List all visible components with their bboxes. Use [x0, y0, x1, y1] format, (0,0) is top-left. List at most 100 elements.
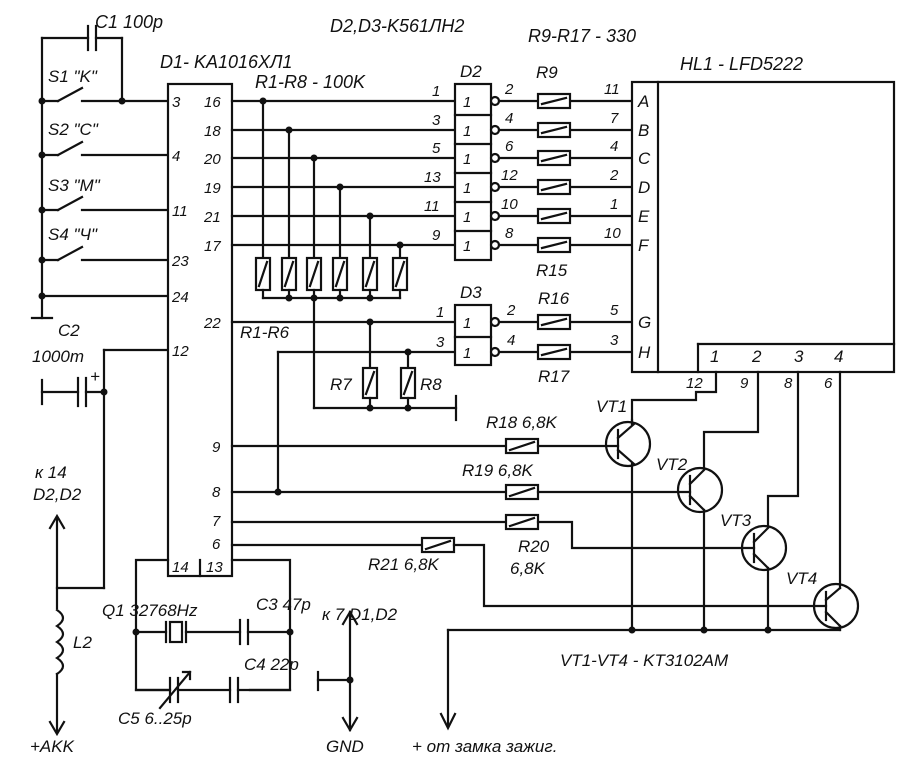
- digit-pin-number: 12: [686, 375, 703, 392]
- vt2-label: VT2: [656, 455, 688, 474]
- ignition-label: + от замка зажиг.: [412, 737, 557, 756]
- d2-input-pin: 13: [424, 169, 441, 186]
- gate-inner-label: 1: [463, 180, 471, 197]
- q1-label: Q1 32768Hz: [102, 601, 198, 620]
- d1-pin-label: 20: [203, 151, 221, 168]
- r15-label: R15: [536, 261, 568, 280]
- d2-input-pin: 1: [432, 83, 440, 100]
- gate-inner-label: 1: [463, 345, 471, 362]
- r1r6-label: R1-R6: [240, 323, 290, 342]
- digit-pin-number: 8: [784, 375, 793, 392]
- d3-output-pin: 4: [507, 332, 515, 349]
- r20-value: 6,8K: [510, 559, 546, 578]
- d3-output-pin: 2: [506, 302, 516, 319]
- r9-label: R9: [536, 63, 558, 82]
- to-pin14-target: D2,D2: [33, 485, 82, 504]
- d1-pin-label: 7: [212, 513, 221, 530]
- c5-label: C5 6..25p: [118, 709, 192, 728]
- d2-label: D2: [460, 62, 482, 81]
- gate-inner-label: 1: [463, 123, 471, 140]
- r20-label: R20: [518, 537, 550, 556]
- d1-pin-label: 4: [172, 148, 180, 165]
- segment-label: G: [638, 313, 651, 332]
- r18-label: R18 6,8K: [486, 413, 558, 432]
- d1-pin-label: 14: [172, 559, 189, 576]
- d1-pin-label: 22: [203, 315, 221, 332]
- hl-pin-number: 10: [604, 225, 621, 242]
- gate-inner-label: 1: [463, 151, 471, 168]
- d2-input-pin: 5: [432, 140, 441, 157]
- segment-label: F: [638, 236, 650, 255]
- d1-pin-label: 24: [171, 289, 189, 306]
- digit-label: 4: [834, 347, 843, 366]
- d3-label: D3: [460, 283, 482, 302]
- d1-pin-label: 18: [204, 123, 221, 140]
- digit-pin-number: 6: [824, 375, 833, 392]
- d1-pin-label: 21: [203, 209, 221, 226]
- digit-lines: 12 9 8 6: [630, 370, 842, 590]
- r21-label: R21 6,8K: [368, 555, 440, 574]
- d1-chip: 3 4 11 23 24 12 16 18 20 19 21 17 22 9 8…: [166, 82, 234, 578]
- d3-input-pin: 3: [436, 334, 445, 351]
- d1-pin-label: 9: [212, 439, 221, 456]
- s1-label: S1 "K": [48, 67, 98, 86]
- d1-pin-label: 6: [212, 536, 221, 553]
- c4-label: C4 22p: [244, 655, 299, 674]
- segment-label: E: [638, 207, 650, 226]
- supply-section: к 14 D2,D2 L2 +AKK: [30, 463, 106, 756]
- l2-label: L2: [73, 633, 92, 652]
- gnd-section: к 7 D1,D2 GND: [316, 605, 398, 756]
- vt3-label: VT3: [720, 511, 752, 530]
- segment-label: H: [638, 343, 651, 362]
- digit-label: 1: [710, 347, 719, 366]
- d2-output-pin: 2: [504, 81, 514, 98]
- to-pin7-label: к 7 D1,D2: [322, 605, 398, 624]
- switch-bank: S1 "K" S2 "C" S3 "M" S4 "Ч": [30, 24, 170, 320]
- d1-to-d3-bus: 1 3 R7 R8: [230, 304, 458, 494]
- d2-output-pin: 6: [505, 138, 514, 155]
- d1-to-d2-bus: 1 3 5 13 11 9: [230, 83, 457, 410]
- vt3-transistor: VT3: [720, 511, 788, 632]
- c2-capacitor: C2 1000m +: [32, 321, 170, 590]
- c3-label: C3 47p: [256, 595, 311, 614]
- gate-inner-label: 1: [463, 238, 471, 255]
- d1-pin-label: 3: [172, 94, 181, 111]
- r8-label: R8: [420, 375, 442, 394]
- d2-output-pin: 10: [501, 196, 518, 213]
- c2-plus-sign: +: [90, 367, 100, 386]
- d2-chip: D2 1 1 1 1 1 1 2 4 6 12 10 8: [453, 62, 518, 262]
- d1-pin-label: 12: [172, 343, 189, 360]
- oscillator: Q1 32768Hz C3 47p C4 22p C5 6..25p: [102, 558, 311, 728]
- hl-pin-number: 2: [609, 167, 619, 184]
- gate-inner-label: 1: [463, 94, 471, 111]
- akk-label: +AKK: [30, 737, 75, 756]
- r16-label: R16: [538, 289, 570, 308]
- digit-label: 2: [751, 347, 762, 366]
- d2-input-pin: 3: [432, 112, 441, 129]
- r17-label: R17: [538, 367, 570, 386]
- d1-pin-label: 23: [171, 253, 189, 270]
- d1-pin-label: 16: [204, 94, 221, 111]
- s2-label: S2 "C": [48, 120, 99, 139]
- d1-pin-label: 11: [172, 203, 188, 220]
- segment-label: D: [638, 178, 650, 197]
- r7-label: R7: [330, 375, 352, 394]
- d3-input-pin: 1: [436, 304, 444, 321]
- base-resistors: R18 6,8K R19 6,8K R20 6,8K R21 6,8K: [230, 413, 828, 608]
- d2-output-pin: 4: [505, 110, 513, 127]
- hl-pin-number: 5: [610, 302, 619, 319]
- d3-chip: D3 1 1 2 4: [453, 283, 516, 367]
- s3-label: S3 "M": [48, 176, 101, 195]
- segment-label: C: [638, 149, 651, 168]
- d2-input-pin: 11: [424, 198, 440, 215]
- hl-pin-number: 4: [610, 138, 618, 155]
- digit-pin-number: 9: [740, 375, 749, 392]
- c2-label: C2: [58, 321, 80, 340]
- d2-input-pin: 9: [432, 227, 441, 244]
- d2-output-pin: 8: [505, 225, 514, 242]
- d2d3-type-label: D2,D3-K561ЛН2: [330, 16, 464, 36]
- to-pin14-label: к 14: [35, 463, 67, 482]
- digit-label: 3: [794, 347, 804, 366]
- emitter-rail: + от замка зажиг. VT1-VT4 - KT3102AM: [412, 626, 842, 756]
- hl-pin-number: 1: [610, 196, 618, 213]
